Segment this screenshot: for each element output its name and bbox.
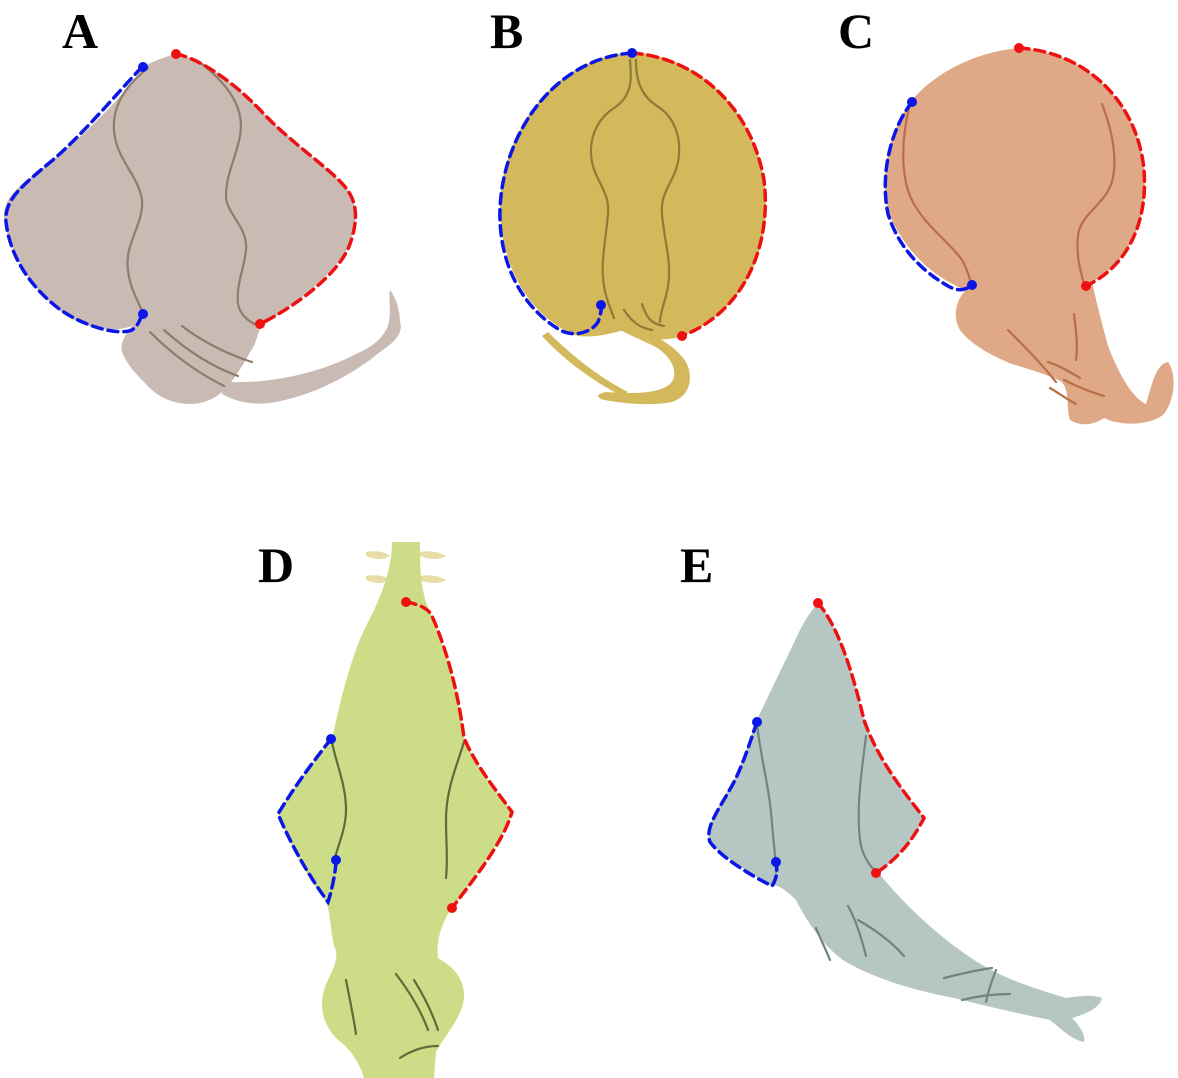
panel-e-right-endpoint <box>813 598 823 608</box>
panel-c-left-endpoint <box>907 97 917 107</box>
panel-label-e: E <box>680 537 713 593</box>
panel-d-body <box>278 542 512 1078</box>
panel-b-left-endpoint <box>627 48 637 58</box>
panel-b: B <box>490 3 766 404</box>
panel-e-left-endpoint <box>752 717 762 727</box>
panel-a: A <box>4 3 401 404</box>
panel-e-right-endpoint <box>871 868 881 878</box>
panel-e-body <box>709 603 1102 1042</box>
panel-b-left-endpoint <box>596 300 606 310</box>
panel-a-left-endpoint <box>138 309 148 319</box>
panel-a-left-endpoint <box>138 62 148 72</box>
panel-label-b: B <box>490 3 523 59</box>
panel-c-left-endpoint <box>967 280 977 290</box>
panel-d-fin-tip <box>366 551 390 559</box>
panel-c-right-endpoint <box>1081 281 1091 291</box>
panel-c-right-endpoint <box>1014 43 1024 53</box>
panel-b-right-endpoint <box>677 331 687 341</box>
panel-d-fin-tip <box>420 551 446 559</box>
panel-label-c: C <box>838 3 874 59</box>
panel-a-right-endpoint <box>171 49 181 59</box>
panel-e: E <box>680 537 1102 1042</box>
panel-c-body <box>885 48 1174 424</box>
panel-b-body <box>500 52 766 339</box>
panel-a-body <box>4 54 356 404</box>
panel-a-right-endpoint <box>255 319 265 329</box>
panel-d-fin-tip <box>420 575 446 583</box>
panel-d-right-endpoint <box>447 903 457 913</box>
panel-e-left-endpoint <box>771 857 781 867</box>
panel-d-left-endpoint <box>326 734 336 744</box>
panel-c: C <box>838 3 1174 424</box>
panel-d-left-endpoint <box>331 855 341 865</box>
panel-label-d: D <box>258 537 294 593</box>
panel-label-a: A <box>62 3 98 59</box>
panel-d-right-endpoint <box>401 597 411 607</box>
panel-d: D <box>258 537 512 1078</box>
panel-b-tail-spine <box>542 332 628 396</box>
